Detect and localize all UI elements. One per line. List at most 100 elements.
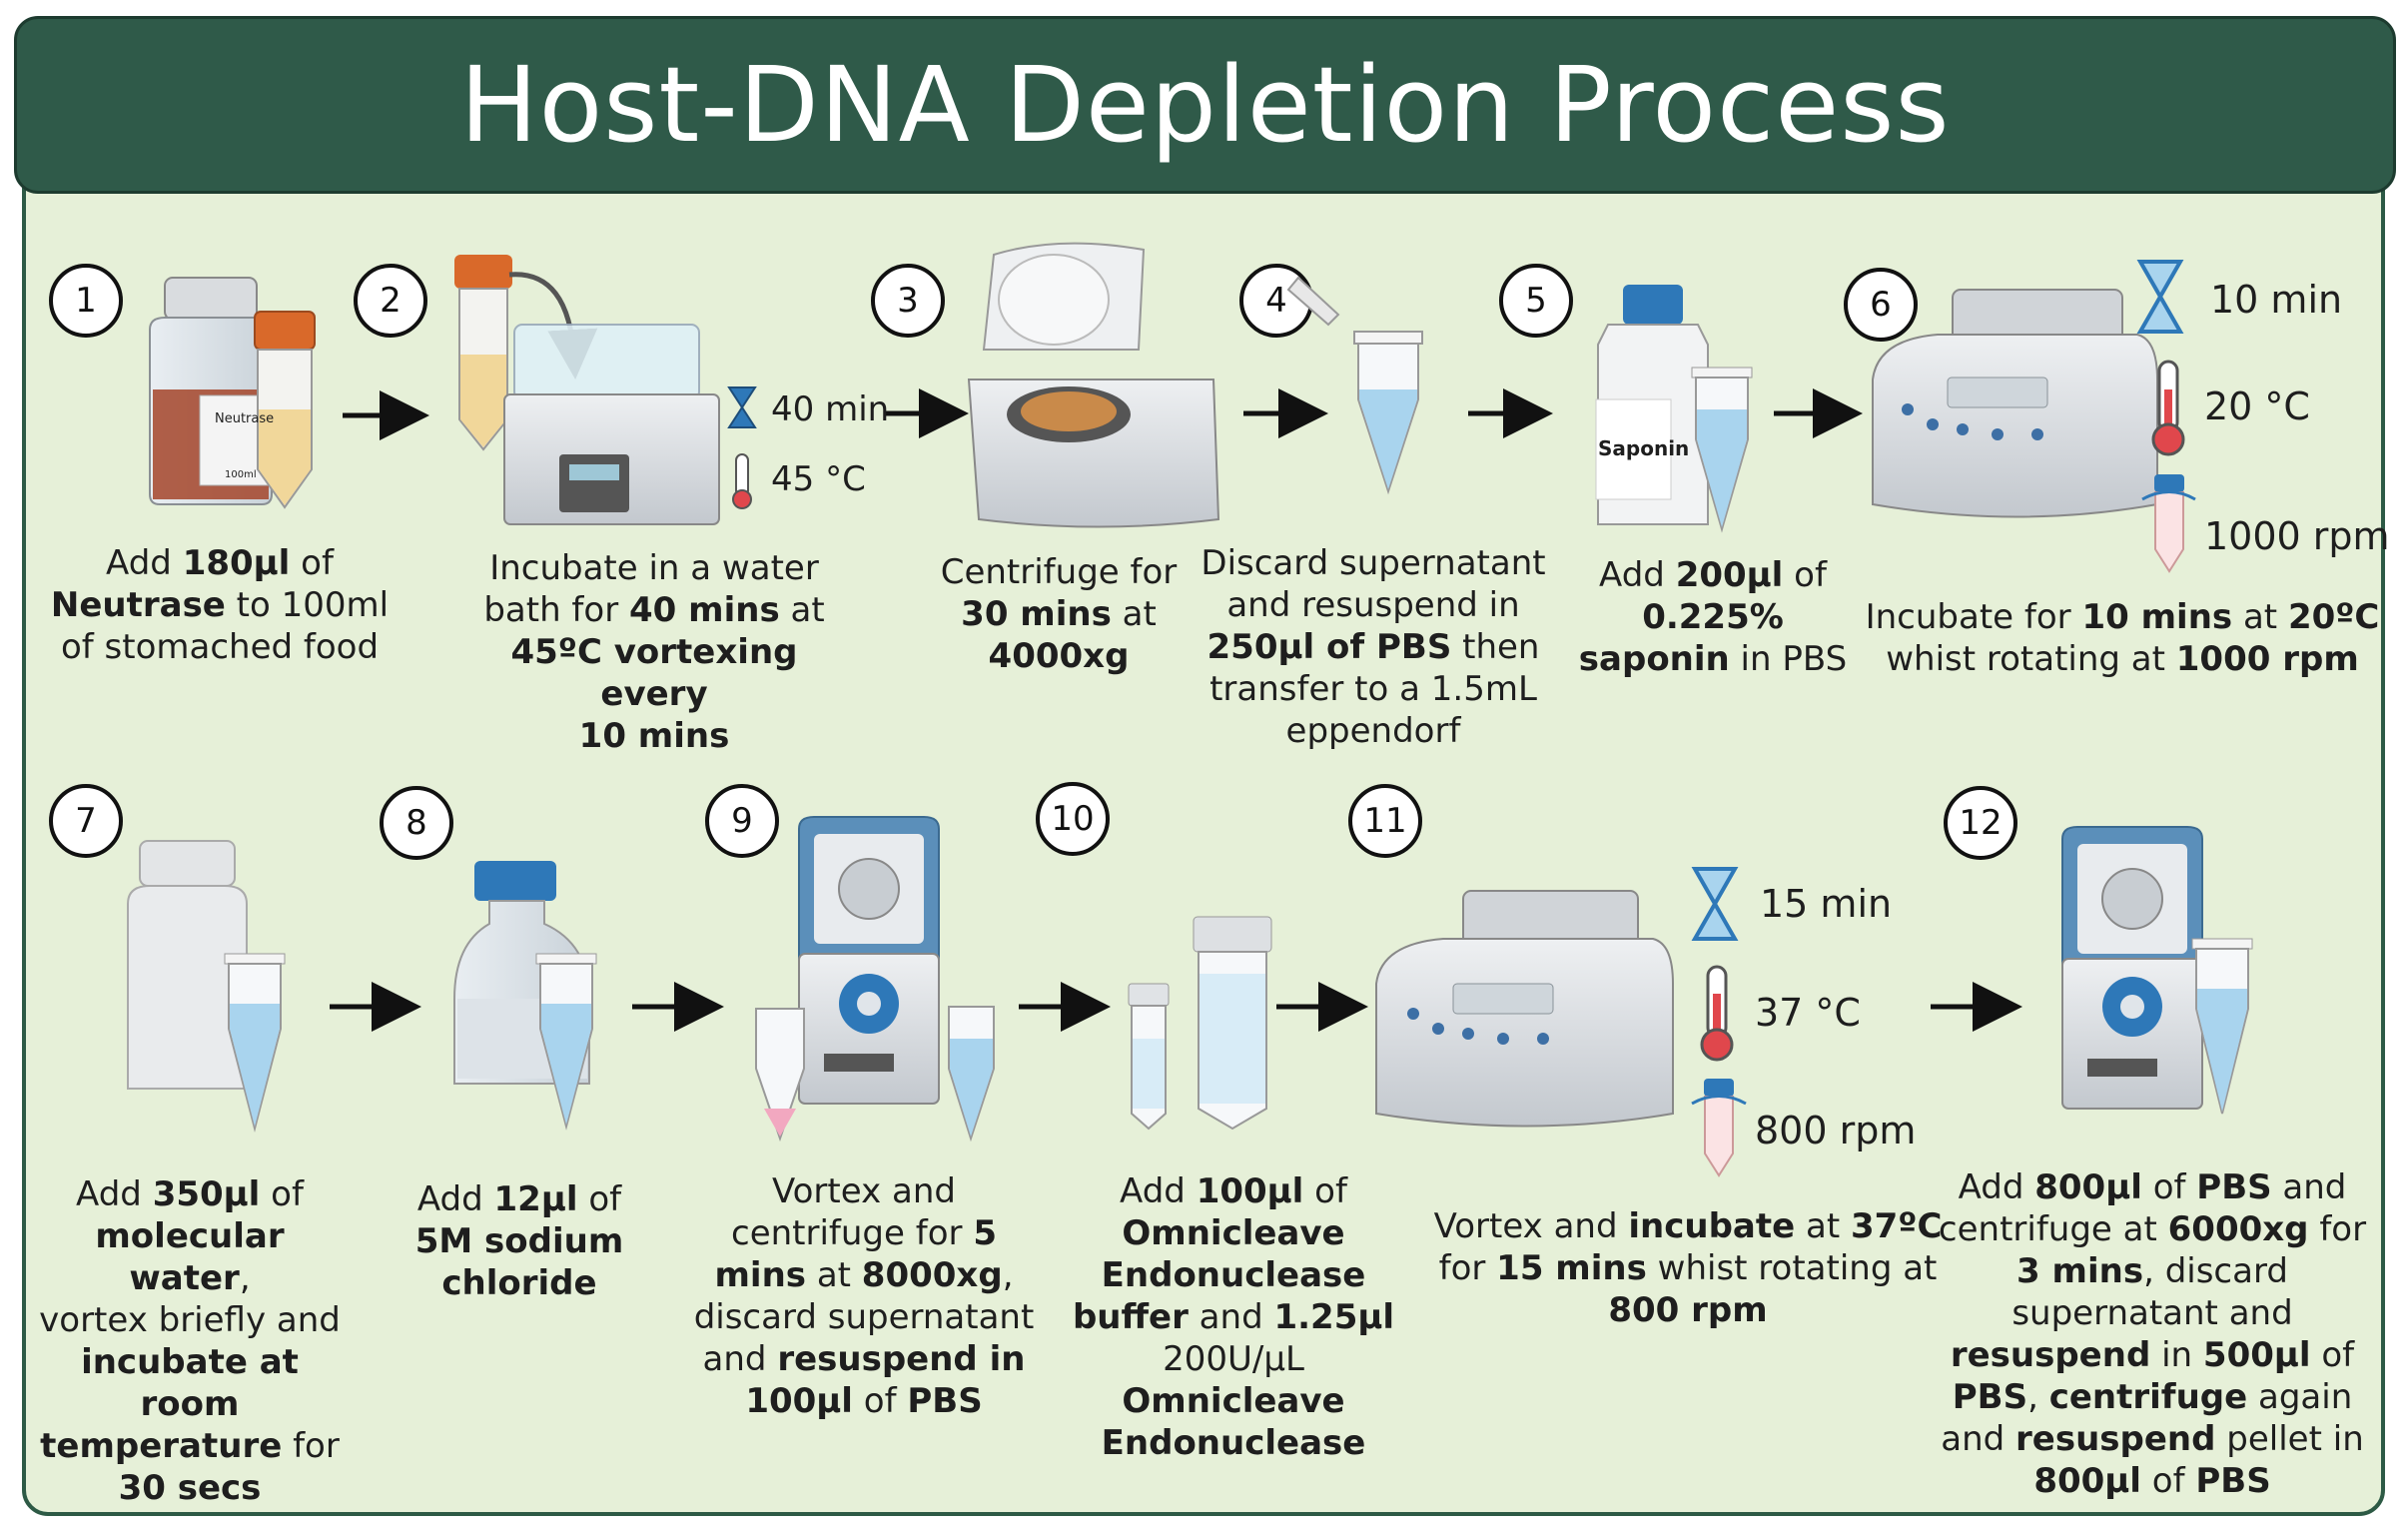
falcon-tube-icon [535,953,597,1131]
caption-segment: again [2247,1377,2353,1417]
diagram-panel [22,18,2385,1516]
caption-segment: 100µl [745,1381,853,1421]
caption-segment: Add [416,1179,494,1219]
caption-segment: 800 rpm [1608,1290,1768,1330]
caption-segment: of [1303,1171,1347,1211]
caption-segment: resuspend [2015,1419,2216,1459]
caption-segment: for [1438,1248,1497,1288]
caption-segment: Add [1958,1167,2035,1207]
caption-segment: 20ºC [2287,597,2380,637]
caption-segment: of [852,1381,908,1421]
caption-segment: Omnicleave [1122,1213,1345,1253]
caption-segment: PBS [907,1381,983,1421]
caption-segment: and [1188,1297,1274,1337]
caption-segment: of [2310,1335,2355,1375]
caption-segment: at [779,590,825,630]
microcentrifuge-icon [798,816,940,1105]
caption-segment: centrifuge [2048,1377,2248,1417]
caption-segment: 37ºC [1850,1206,1943,1246]
step11-speed: 800 rpm [1755,1109,1917,1152]
caption-segment: for [282,1426,340,1466]
caption-segment: 12µl [493,1179,578,1219]
thermometer-icon [732,453,752,509]
caption-segment: 45ºC vortexing every [510,632,798,714]
step-number-10: 10 [1036,782,1110,856]
falcon-tube-icon [1691,367,1753,533]
pink-tube-icon [755,1008,805,1143]
small-tube-icon [1128,983,1170,1131]
caption-segment: incubate at room [81,1342,299,1424]
caption-segment: , [2027,1377,2049,1417]
caption-segment: discard supernatant [693,1297,1035,1337]
caption-segment: saponin [1578,639,1730,679]
process-arrows [330,388,2022,1032]
hourglass-icon [727,386,757,428]
caption-segment: at [1111,594,1157,634]
centrifuge-icon [967,242,1220,528]
step11-time: 15 min [1760,882,1893,926]
step-number-9: 9 [705,784,779,858]
caption-segment: centrifuge for [731,1213,974,1253]
caption-segment: mins [714,1255,807,1295]
caption-segment: Vortex and [772,1171,956,1211]
caption-segment: Endonuclease [1101,1255,1366,1295]
thermomixer-icon [1375,890,1674,1128]
caption-segment: 6000xg [2167,1209,2309,1249]
caption-segment: PBS [1952,1377,2028,1417]
falcon-tube-icon [224,953,286,1133]
step-number-12: 12 [1944,786,2017,860]
caption-segment: , [239,1258,251,1298]
caption-segment: Neutrase [50,585,226,625]
falcon-tube-icon [948,1006,995,1143]
step-number-7: 7 [49,784,123,858]
thermometer-icon [2151,360,2185,456]
caption-segment: Incubate for [1865,597,2082,637]
caption-segment: 5M sodium [414,1221,624,1261]
caption-segment: PBS [2195,1461,2271,1501]
caption-segment: buffer [1072,1297,1189,1337]
thermometer-icon [1700,965,1734,1062]
caption-segment: Add [1120,1171,1197,1211]
step2-temperature: 45 °C [771,459,866,499]
step-number-1: 1 [49,264,123,338]
caption-segment: 15 mins [1496,1248,1647,1288]
caption-segment: of [2140,1461,2196,1501]
caption-segment: 10 mins [578,716,730,756]
caption-segment: Incubate in a water [489,548,819,588]
caption-segment: vortex briefly and [39,1300,341,1340]
caption-segment: 500µl [2202,1335,2311,1375]
title-banner: Host-DNA Depletion Process [14,16,2396,194]
caption-segment: and [1941,1419,2016,1459]
caption-segment: at [2232,597,2288,637]
hourglass-icon [1691,867,1739,941]
step6-time: 10 min [2210,278,2343,322]
step-number-6: 6 [1844,268,1918,342]
caption-segment: 200U/µL [1163,1339,1304,1379]
caption-segment: at [806,1255,862,1295]
falcon-tube-icon [2191,938,2253,1115]
caption-segment: Discard supernatant [1201,543,1546,583]
caption-segment: in [2150,1335,2203,1375]
saponin-label: Saponin [1598,436,1690,460]
caption-segment: supernatant and [2011,1293,2293,1333]
caption-segment: 5 [973,1213,997,1253]
caption-segment: 40 mins [629,590,780,630]
caption-segment: whist rotating at [1646,1248,1938,1288]
caption-segment: 10 mins [2081,597,2233,637]
caption-segment: Centrifuge for [940,552,1178,592]
caption-segment: temperature [40,1426,283,1466]
caption-segment: 30 secs [118,1468,262,1508]
caption-segment: 180µl [182,543,291,583]
caption-segment: to 100ml [225,585,390,625]
water-bath-icon [454,255,720,525]
sample-tube-icon [254,311,316,509]
large-tube-icon [1193,916,1272,1131]
caption-segment: 30 mins [961,594,1112,634]
